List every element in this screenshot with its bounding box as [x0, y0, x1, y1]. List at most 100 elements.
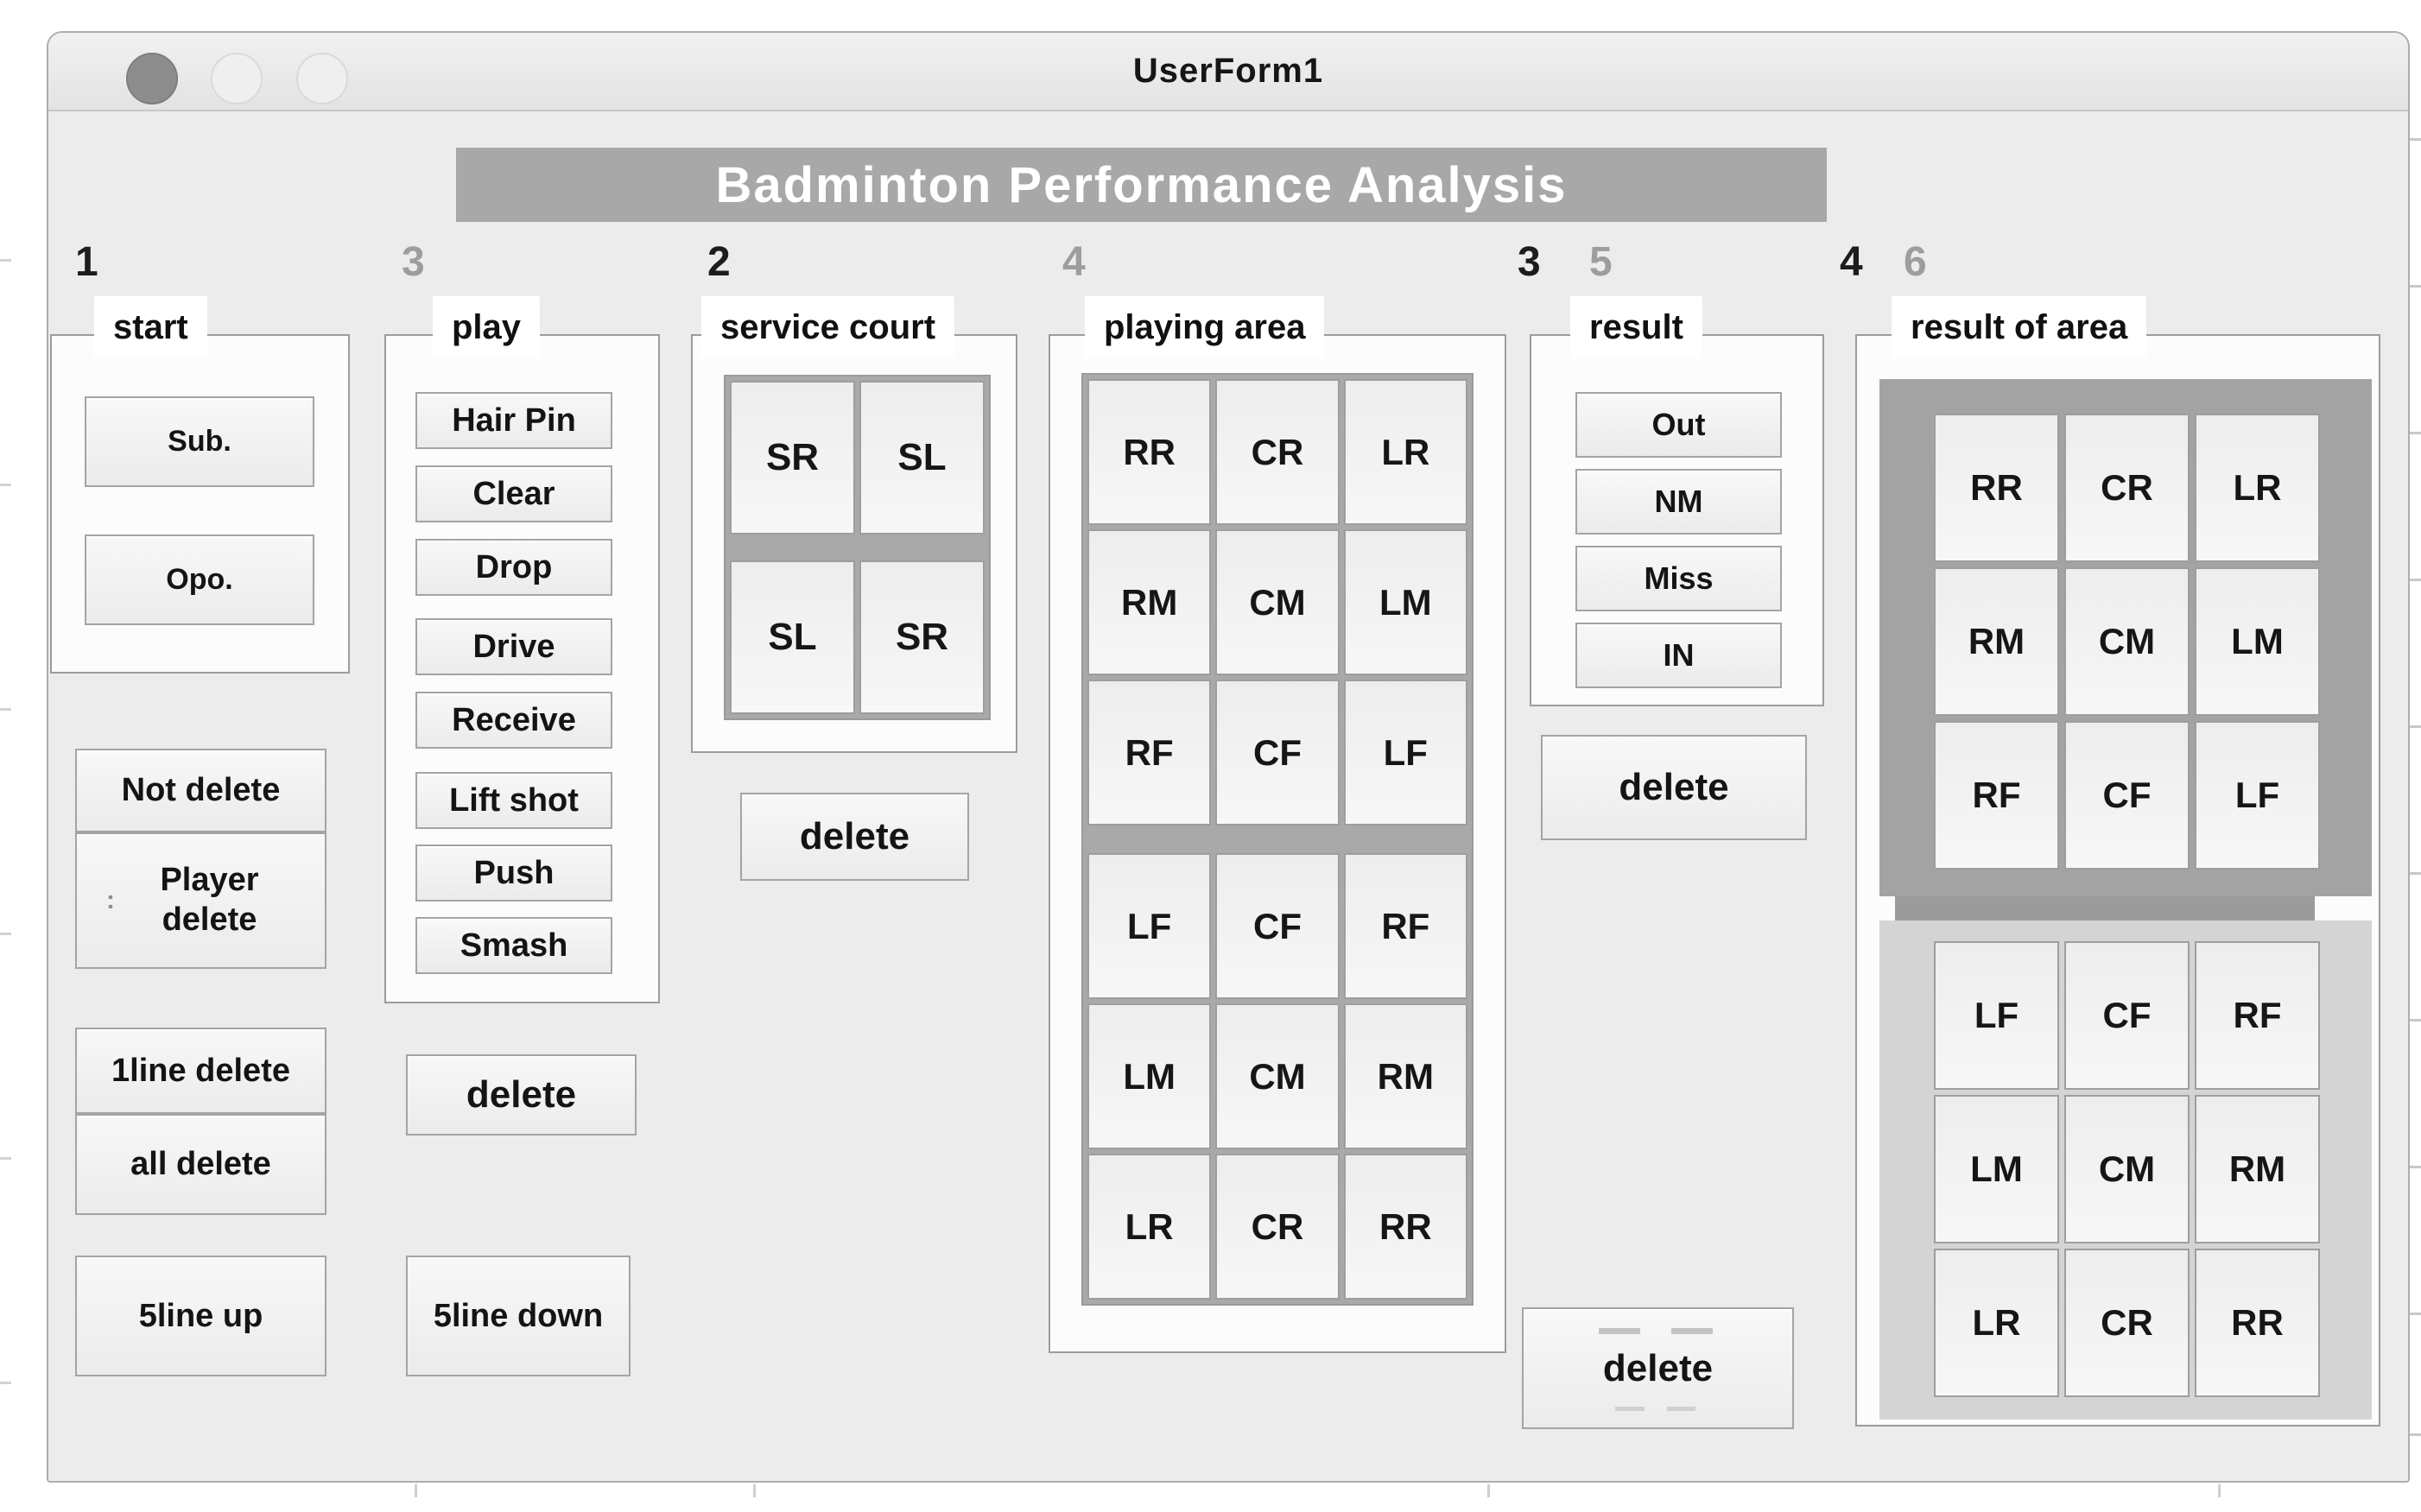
result-area-cell[interactable]: RF: [1934, 721, 2059, 870]
result-area-cell[interactable]: RR: [2195, 1249, 2320, 1397]
result-of-area-top-panel: RR CR LR RM CM LM RF CF LF: [1879, 379, 2372, 896]
ruler-tick: [2409, 432, 2421, 434]
result-area-cell[interactable]: LF: [2195, 721, 2320, 870]
playing-cell[interactable]: LF: [1087, 853, 1212, 999]
playing-area-group: playing area RR CR LR RM CM LM RF CF LF …: [1049, 296, 1506, 1353]
five-line-up-button[interactable]: 5line up: [75, 1256, 326, 1376]
ruler-tick: [0, 259, 11, 262]
service-cell-sr-top[interactable]: SR: [730, 381, 855, 535]
result-of-area-bottom-grid: LF CF RF LM CM RM LR CR RR: [1934, 941, 2320, 1397]
play-drop-button[interactable]: Drop: [415, 539, 612, 596]
result-miss-button[interactable]: Miss: [1575, 546, 1782, 611]
play-receive-button[interactable]: Receive: [415, 692, 612, 749]
result-in-button[interactable]: IN: [1575, 623, 1782, 688]
playing-cell[interactable]: CM: [1215, 1003, 1340, 1149]
playing-cell[interactable]: RM: [1343, 1003, 1467, 1149]
play-smash-button[interactable]: Smash: [415, 917, 612, 974]
playing-cell[interactable]: RM: [1087, 529, 1212, 675]
step-number-6-gray: 6: [1904, 239, 1927, 285]
result-area-cell[interactable]: CF: [2064, 941, 2190, 1090]
ruler-tick: [0, 1382, 11, 1384]
result-area-cell[interactable]: CM: [2064, 567, 2190, 716]
window-close-button[interactable]: [126, 53, 178, 104]
result-area-cell[interactable]: LR: [1934, 1249, 2059, 1397]
result-out-button[interactable]: Out: [1575, 392, 1782, 458]
play-hair-pin-button[interactable]: Hair Pin: [415, 392, 612, 449]
not-delete-button[interactable]: Not delete: [75, 749, 326, 832]
result-area-delete-button[interactable]: delete: [1522, 1307, 1794, 1429]
ruler-tick: [2409, 1433, 2421, 1436]
result-area-cell[interactable]: RF: [2195, 941, 2320, 1090]
playing-area-caption: playing area: [1085, 296, 1325, 358]
playing-cell[interactable]: LM: [1087, 1003, 1212, 1149]
ruler-tick: [2409, 1019, 2421, 1022]
one-line-delete-button[interactable]: 1line delete: [75, 1028, 326, 1114]
result-area-cell[interactable]: CR: [2064, 414, 2190, 562]
playing-cell[interactable]: LM: [1343, 529, 1467, 675]
playing-cell[interactable]: RF: [1087, 680, 1212, 826]
result-area-cell[interactable]: RR: [1934, 414, 2059, 562]
service-court-caption: service court: [701, 296, 955, 358]
playing-cell[interactable]: CF: [1215, 680, 1340, 826]
result-area-cell[interactable]: CF: [2064, 721, 2190, 870]
result-area-cell[interactable]: RM: [2195, 1095, 2320, 1243]
service-cell-sr-bottom[interactable]: SR: [859, 560, 985, 714]
ruler-tick: [0, 1157, 11, 1160]
result-group-caption: result: [1570, 296, 1702, 358]
player-delete-button[interactable]: : Player delete: [75, 832, 326, 969]
playing-cell[interactable]: CR: [1215, 1154, 1340, 1300]
step-number-2: 2: [707, 239, 731, 285]
play-group-caption: play: [433, 296, 541, 358]
play-drive-button[interactable]: Drive: [415, 618, 612, 675]
result-delete-button[interactable]: delete: [1541, 735, 1807, 840]
service-court-delete-button[interactable]: delete: [740, 793, 969, 881]
playing-cell[interactable]: CR: [1215, 379, 1340, 525]
column-gridline: [1487, 1484, 1490, 1497]
play-delete-button[interactable]: delete: [406, 1054, 637, 1136]
all-delete-button[interactable]: all delete: [75, 1114, 326, 1215]
service-court-group: service court SR SL SL SR: [691, 296, 1017, 753]
result-of-area-group: result of area RR CR LR RM CM LM RF CF L…: [1855, 296, 2380, 1427]
step-number-5-gray: 5: [1589, 239, 1613, 285]
player-delete-label: Player delete: [160, 862, 259, 938]
result-area-cell[interactable]: LR: [2195, 414, 2320, 562]
five-line-down-button[interactable]: 5line down: [406, 1256, 631, 1376]
result-area-cell[interactable]: LM: [1934, 1095, 2059, 1243]
playing-cell[interactable]: RR: [1087, 379, 1212, 525]
step-number-4-gray: 4: [1062, 239, 1086, 285]
opo-button[interactable]: Opo.: [85, 535, 314, 625]
result-area-cell[interactable]: RM: [1934, 567, 2059, 716]
playing-cell[interactable]: CM: [1215, 529, 1340, 675]
result-of-area-net-bar: [1895, 896, 2315, 920]
ruler-tick: [2409, 725, 2421, 728]
play-clear-button[interactable]: Clear: [415, 465, 612, 522]
result-nm-button[interactable]: NM: [1575, 469, 1782, 535]
playing-cell[interactable]: LR: [1087, 1154, 1212, 1300]
service-net-bar: [730, 539, 985, 556]
playing-area-grid: RR CR LR RM CM LM RF CF LF LF CF RF LM C…: [1081, 373, 1474, 1306]
window-minimize-button[interactable]: [211, 53, 263, 104]
result-area-cell[interactable]: CM: [2064, 1095, 2190, 1243]
start-group: start Sub. Opo.: [50, 296, 350, 674]
play-lift-shot-button[interactable]: Lift shot: [415, 772, 612, 829]
ruler-tick: [2409, 1166, 2421, 1168]
playing-cell[interactable]: LF: [1343, 680, 1467, 826]
result-area-cell[interactable]: LM: [2195, 567, 2320, 716]
service-cell-sl-bottom[interactable]: SL: [730, 560, 855, 714]
result-area-cell[interactable]: LF: [1934, 941, 2059, 1090]
playing-area-net-bar: [1087, 830, 1467, 849]
window-zoom-button[interactable]: [296, 53, 348, 104]
result-group: result Out NM Miss IN: [1530, 296, 1824, 706]
play-push-button[interactable]: Push: [415, 845, 612, 902]
service-cell-sl-top[interactable]: SL: [859, 381, 985, 535]
playing-cell[interactable]: CF: [1215, 853, 1340, 999]
ruler-tick: [0, 484, 11, 486]
column-gridline: [2218, 1484, 2221, 1497]
ruler-tick: [2409, 138, 2421, 141]
playing-cell[interactable]: RR: [1343, 1154, 1467, 1300]
titlebar: UserForm1: [48, 33, 2408, 111]
playing-cell[interactable]: LR: [1343, 379, 1467, 525]
result-area-cell[interactable]: CR: [2064, 1249, 2190, 1397]
playing-cell[interactable]: RF: [1343, 853, 1467, 999]
sub-button[interactable]: Sub.: [85, 396, 314, 487]
